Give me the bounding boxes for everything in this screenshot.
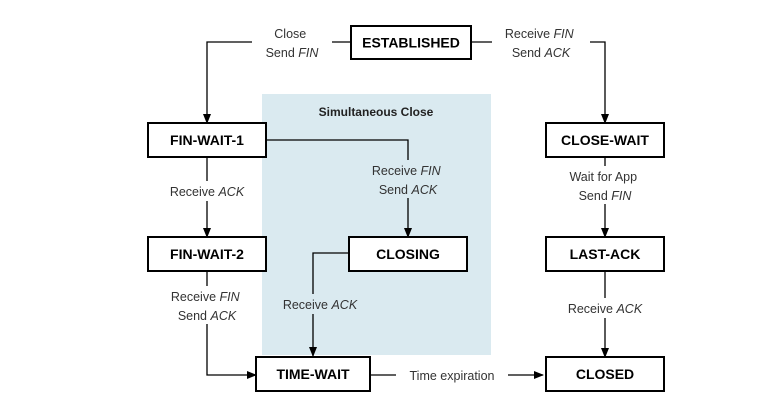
label-bg-established-to-fin-wait-1 (252, 24, 332, 62)
label-bg-time-expiration (396, 365, 508, 385)
label-bg-fin-wait-2-to-time-wait (160, 286, 254, 324)
state-fin-wait-2-label: FIN-WAIT-2 (170, 246, 244, 262)
label-close-wait-to-last-ack: Wait for App Send FIN (569, 170, 640, 203)
label-last-ack-to-closed: Receive ACK (568, 302, 643, 316)
simultaneous-close-region (262, 94, 491, 355)
state-closed-label: CLOSED (576, 366, 634, 382)
state-closing: CLOSING (348, 236, 468, 272)
label-bg-closing-to-time-wait (275, 294, 367, 314)
state-fin-wait-1-label: FIN-WAIT-1 (170, 132, 244, 148)
label-fin-wait-1-to-fin-wait-2: Receive ACK (170, 185, 245, 199)
label-bg-fin-wait-1-to-fin-wait-2 (160, 181, 254, 201)
state-closed: CLOSED (545, 356, 665, 392)
state-time-wait: TIME-WAIT (255, 356, 371, 392)
state-close-wait-label: CLOSE-WAIT (561, 132, 649, 148)
edge-closing-to-time-wait (309, 252, 349, 357)
edge-fin-wait-1-to-closing (266, 139, 412, 238)
label-fin-wait-1-to-closing: Receive FIN Send ACK (372, 164, 444, 197)
label-bg-fin-wait-1-to-closing (360, 160, 456, 198)
state-closing-label: CLOSING (376, 246, 440, 262)
label-closing-to-time-wait: Receive ACK (283, 298, 358, 312)
state-established: ESTABLISHED (350, 25, 472, 60)
label-established-to-close-wait: Receive FIN Send ACK (505, 27, 577, 60)
label-time-expiration: Time expiration (410, 369, 495, 383)
label-bg-last-ack-to-closed (558, 298, 652, 318)
label-bg-close-wait-to-last-ack (558, 166, 652, 204)
label-bg-established-to-close-wait (492, 24, 590, 62)
label-established-to-fin-wait-1: Close Send FIN (266, 27, 320, 60)
state-time-wait-label: TIME-WAIT (276, 366, 350, 382)
state-established-label: ESTABLISHED (362, 35, 460, 51)
state-last-ack-label: LAST-ACK (570, 246, 641, 262)
label-fin-wait-2-to-time-wait: Receive FIN Send ACK (171, 290, 243, 323)
state-fin-wait-1: FIN-WAIT-1 (147, 122, 267, 158)
state-close-wait: CLOSE-WAIT (545, 122, 665, 158)
simultaneous-close-title: Simultaneous Close (319, 105, 434, 119)
state-fin-wait-2: FIN-WAIT-2 (147, 236, 267, 272)
state-last-ack: LAST-ACK (545, 236, 665, 272)
